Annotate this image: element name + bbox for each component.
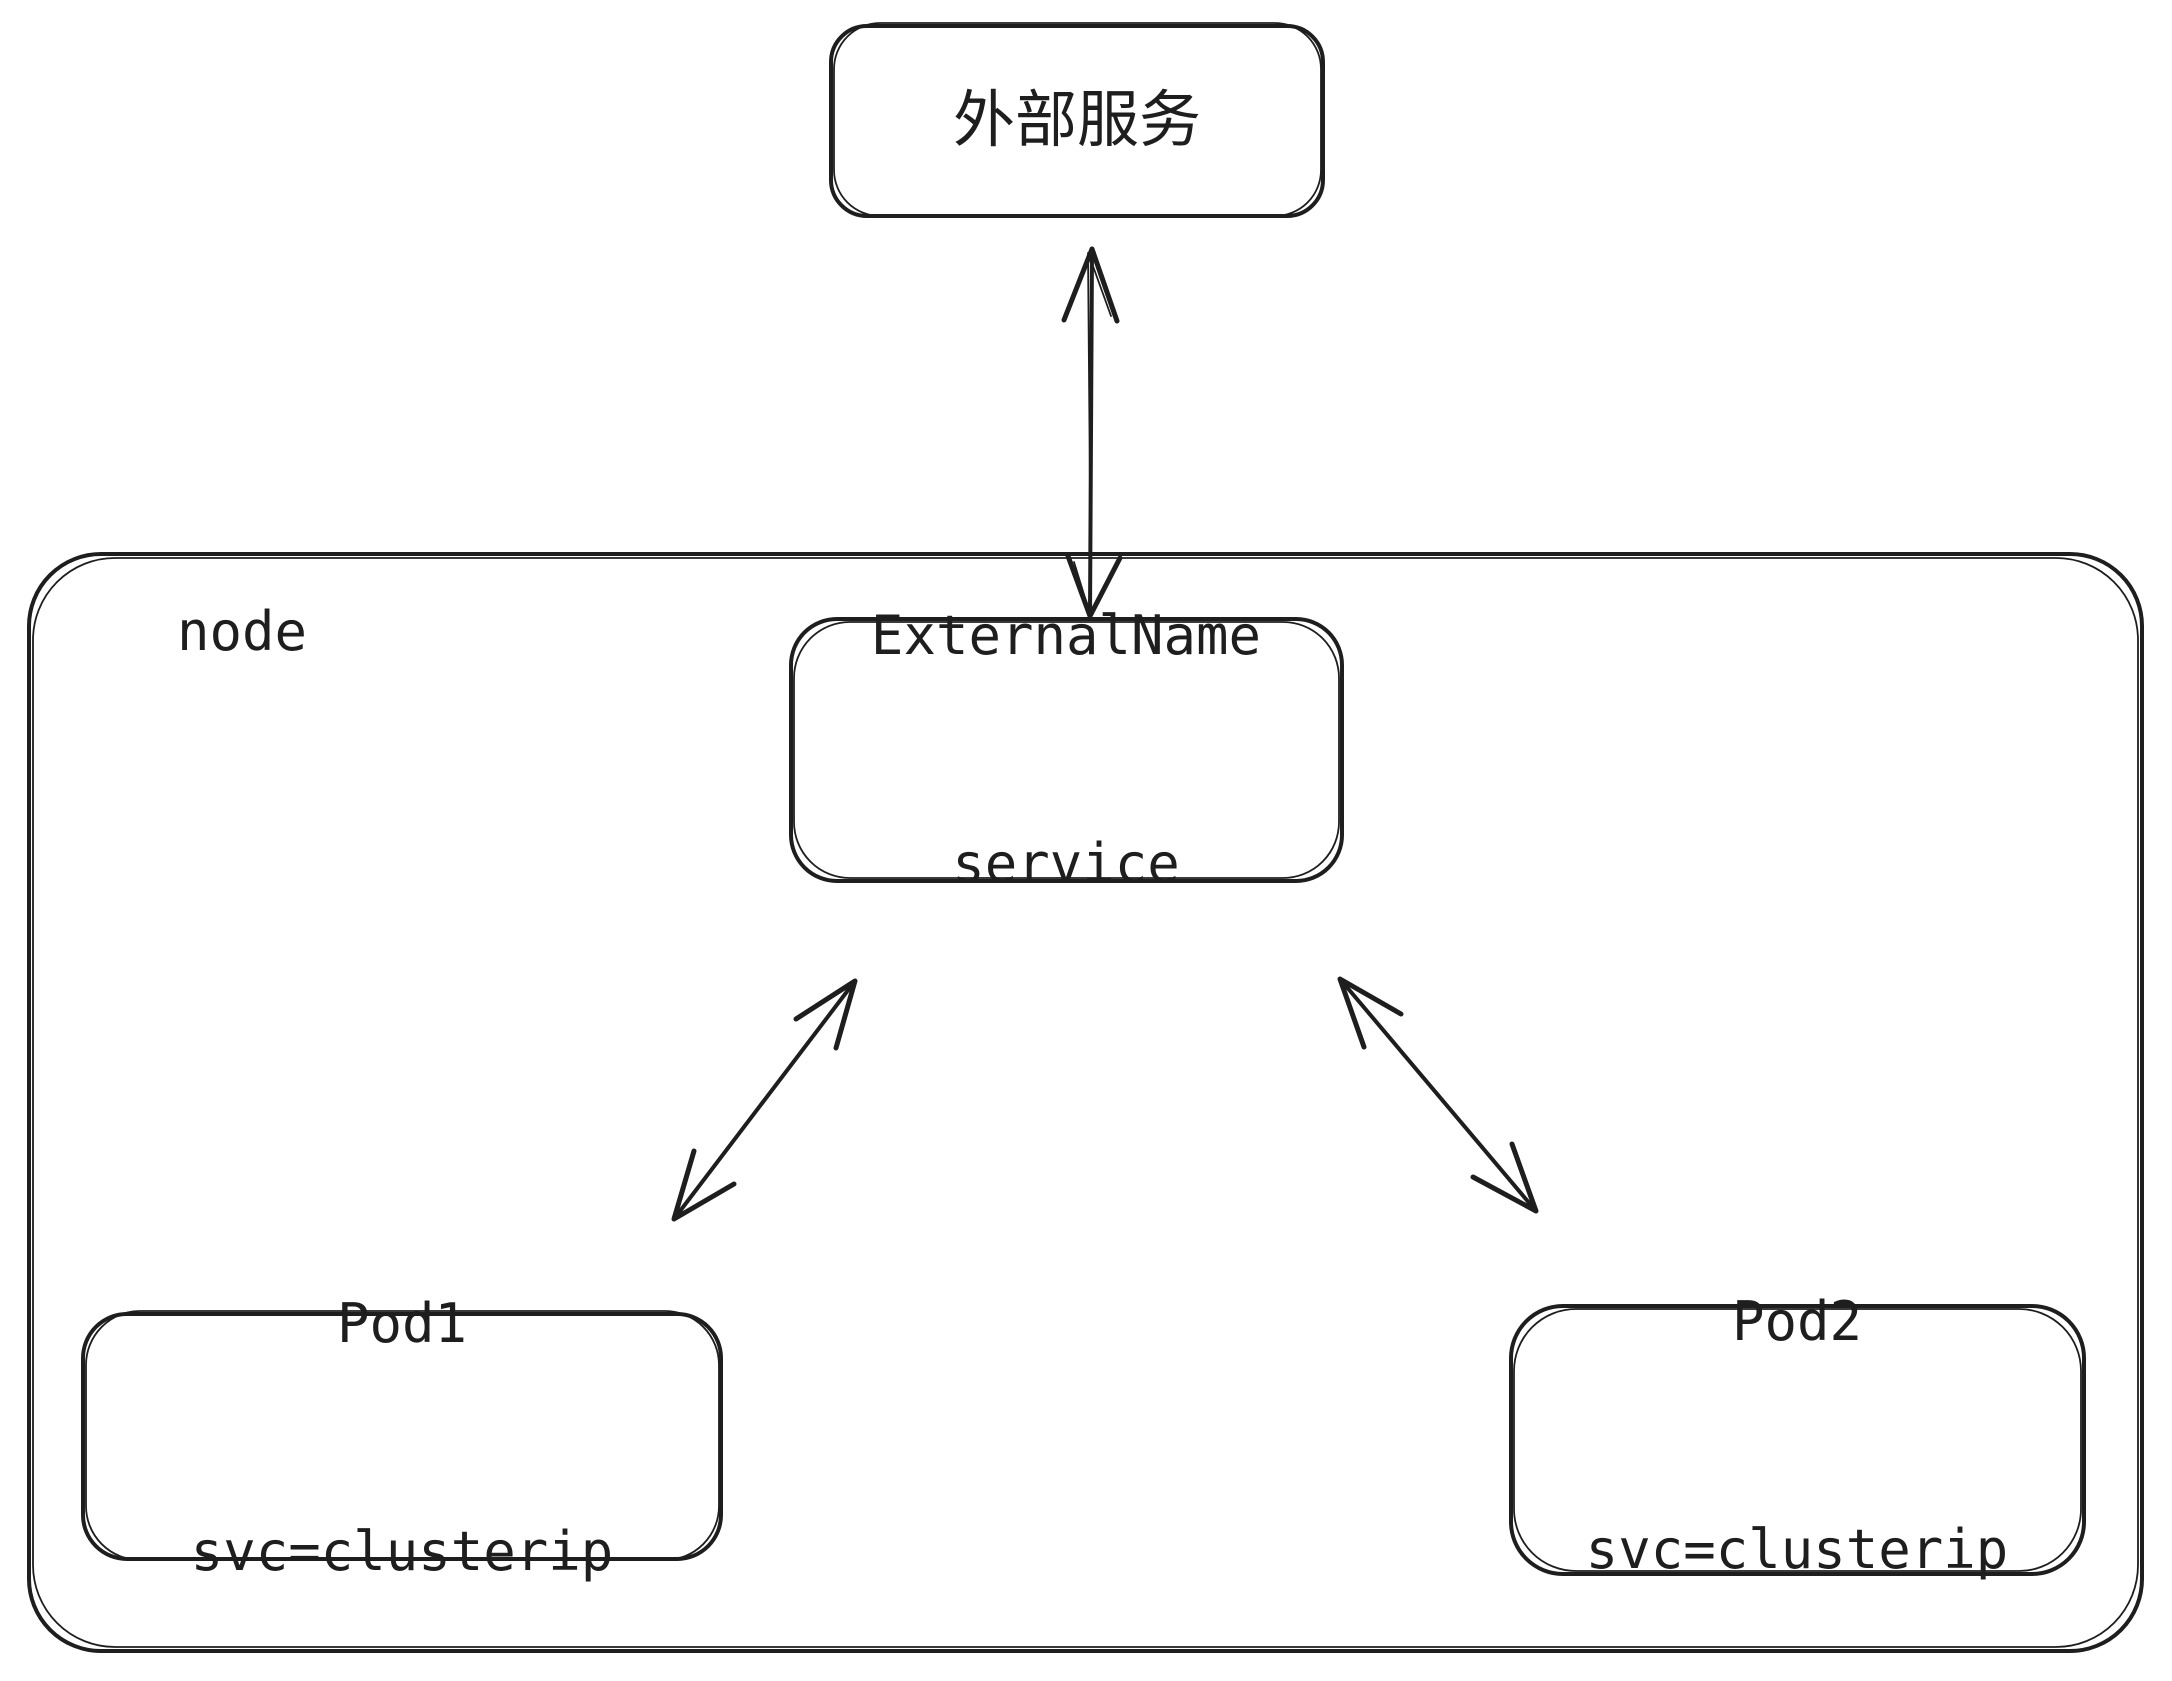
pod1-label-line2: svc=clusterip	[190, 1520, 614, 1583]
arrow-external-externalname	[1061, 246, 1123, 619]
externalname-service-label-line2: service	[952, 832, 1180, 895]
node-label: node	[177, 600, 308, 663]
externalname-service-box	[789, 617, 1344, 883]
external-service-box	[829, 22, 1325, 218]
pod1-label-line1: Pod1	[336, 1292, 468, 1355]
externalname-service-label-line1: ExternalName	[870, 604, 1262, 667]
pod2-label: Pod2 svc=clusterip	[1586, 1132, 2009, 1681]
external-service-label: 外部服务	[952, 83, 1202, 156]
pod1-label: Pod1 svc=clusterip	[191, 1134, 614, 1681]
pod2-label-line1: Pod2	[1731, 1290, 1863, 1353]
arrow-externalname-pod1	[671, 978, 858, 1222]
pod2-label-line2: svc=clusterip	[1585, 1518, 2009, 1581]
pod1-box	[81, 1310, 723, 1561]
externalname-service-label: ExternalName service	[871, 446, 1261, 1054]
node-box	[27, 552, 2144, 1653]
arrow-externalname-pod2	[1337, 976, 1539, 1214]
pod2-box	[1509, 1304, 2086, 1576]
